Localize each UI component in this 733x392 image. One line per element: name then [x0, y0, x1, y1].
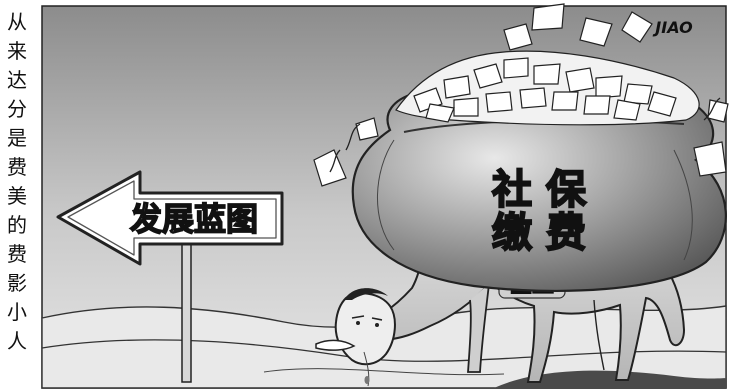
side-char-6: 费 [7, 155, 27, 179]
artist-signature: JIAO [652, 18, 693, 37]
cartoon-panel: 发展蓝图 企业 社 保 缴 费 [34, 0, 733, 392]
side-vertical-text: 从 来 达 分 是 费 美 的 费 影 小 人 [0, 0, 34, 392]
side-char-12: 人 [7, 329, 27, 353]
arrow-sign-icon: 发展蓝图 [56, 170, 284, 383]
money-bag-icon: 社 保 缴 费 [351, 85, 727, 293]
side-char-7: 美 [7, 184, 27, 208]
bag-text-line1: 社 保 [492, 167, 587, 213]
side-char-1: 从 [7, 10, 27, 34]
camel-head-face [315, 288, 396, 387]
side-char-4: 分 [7, 97, 27, 121]
side-char-5: 是 [7, 126, 27, 150]
motion-lines [329, 97, 721, 173]
side-char-2: 来 [7, 39, 27, 63]
side-char-11: 小 [7, 300, 27, 324]
side-char-3: 达 [7, 68, 27, 92]
bag-text-line2: 缴 费 [492, 210, 586, 256]
side-char-10: 影 [7, 271, 27, 295]
sign-text: 发展蓝图 [130, 200, 258, 238]
paper-notes-icon [313, 3, 729, 187]
side-char-9: 费 [7, 242, 27, 266]
cartoon-illustration: 发展蓝图 企业 社 保 缴 费 [41, 3, 729, 389]
side-char-8: 的 [7, 213, 27, 237]
